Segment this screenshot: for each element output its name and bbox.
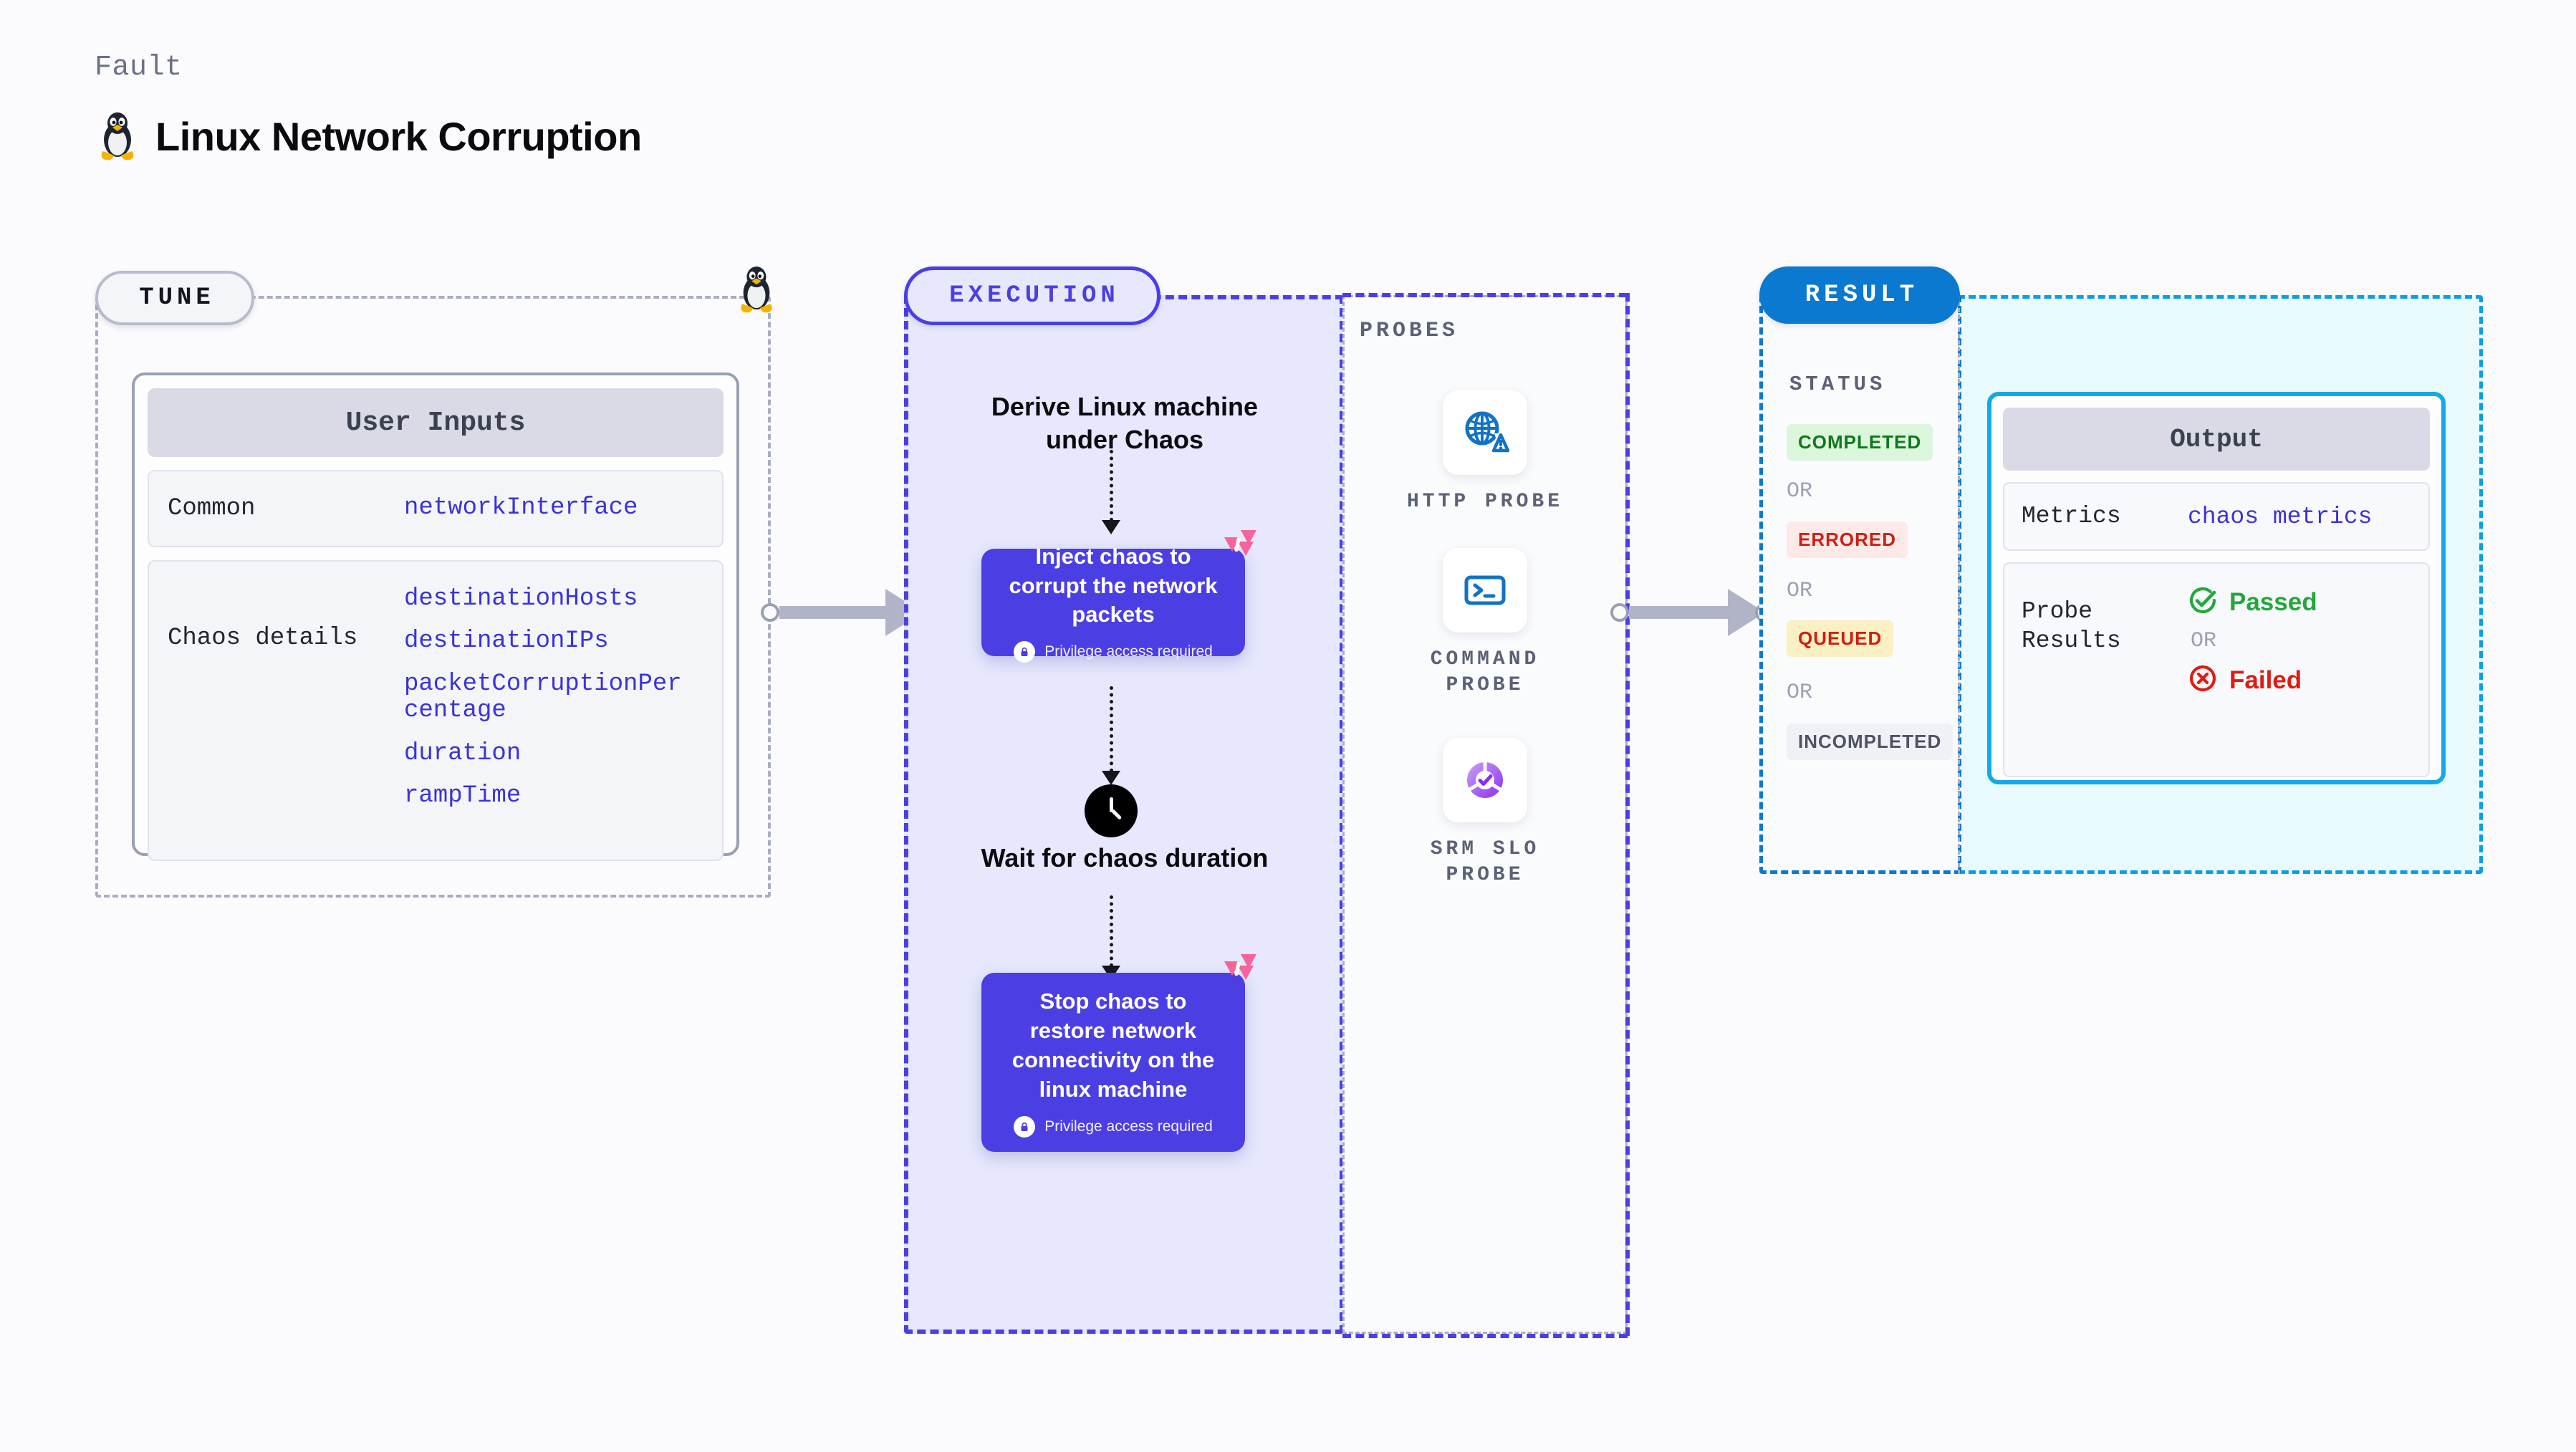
status-badge-errored: ERRORED xyxy=(1787,521,1908,558)
input-group-label: Chaos details xyxy=(168,625,358,652)
privilege-note-text: Privilege access required xyxy=(1044,1117,1213,1135)
output-card: Output Metrics chaos metrics Probe Resul… xyxy=(1987,392,2446,784)
connector-start-dot xyxy=(761,603,779,622)
input-group-label: Common xyxy=(168,494,256,522)
input-value[interactable]: packetCorruptionPercentage xyxy=(404,670,682,725)
flow-arrow xyxy=(1110,895,1113,967)
probes-zone-right-border xyxy=(1625,293,1630,1336)
privilege-note: Privilege access required xyxy=(1014,641,1213,663)
flow-arrow xyxy=(1110,686,1113,772)
tune-zone xyxy=(95,296,771,898)
probe-result-failed: Failed xyxy=(2188,663,2317,697)
input-value[interactable]: duration xyxy=(404,739,522,767)
execution-pill[interactable]: EXECUTION xyxy=(904,266,1160,325)
output-group-probe-results: Probe Results Passed OR xyxy=(2003,562,2430,777)
harness-logo-badge-icon xyxy=(1221,951,1258,992)
output-group-metrics: Metrics chaos metrics xyxy=(2003,482,2430,551)
flow-step-derive-machine: Derive Linux machine under Chaos xyxy=(991,392,1259,455)
flow-arrow-head xyxy=(1102,520,1120,534)
privilege-note: Privilege access required xyxy=(1014,1115,1213,1138)
status-or-label: OR xyxy=(1787,479,1813,504)
lock-icon xyxy=(1014,641,1036,663)
connector-line xyxy=(779,606,887,619)
probe-label: SRM SLO PROBE xyxy=(1430,838,1540,887)
terminal-prompt-icon xyxy=(1443,548,1527,633)
probes-zone-bottom-border xyxy=(1342,1334,1628,1338)
clock-icon xyxy=(1085,784,1138,837)
globe-warning-icon xyxy=(1443,390,1527,475)
input-value[interactable]: networkInterface xyxy=(404,494,638,522)
user-inputs-title: User Inputs xyxy=(148,388,724,457)
probes-title: PROBES xyxy=(1360,319,1459,343)
lock-icon xyxy=(1014,1115,1036,1138)
output-probe-results-label: Probe Results xyxy=(2022,598,2121,655)
connector-line xyxy=(1629,606,1729,619)
output-card-title: Output xyxy=(2003,408,2430,471)
probe-result-failed-label: Failed xyxy=(2229,665,2302,694)
probe-result-or-label: OR xyxy=(2191,629,2217,653)
probe-label: HTTP PROBE xyxy=(1406,491,1564,513)
status-or-label: OR xyxy=(1787,579,1813,603)
probe-item-srm-slo[interactable]: SRM SLO PROBE xyxy=(1392,738,1578,889)
chaos-box-title: Inject chaos to corrupt the network pack… xyxy=(1009,543,1218,628)
result-zone xyxy=(1759,295,1961,874)
user-inputs-card: User Inputs Common networkInterface Chao… xyxy=(132,372,739,861)
page-title: Linux Network Corruption xyxy=(155,113,642,159)
harness-logo-badge-icon xyxy=(1221,527,1258,568)
flow-step-inject-chaos[interactable]: Inject chaos to corrupt the network pack… xyxy=(981,530,1256,663)
flow-arrow xyxy=(1110,450,1113,521)
privilege-note-text: Privilege access required xyxy=(1044,643,1213,660)
status-badge-completed: COMPLETED xyxy=(1787,424,1933,461)
probe-result-passed: Passed xyxy=(2188,585,2317,619)
linux-penguin-icon xyxy=(97,111,138,161)
tune-pill[interactable]: TUNE xyxy=(95,271,254,325)
input-value[interactable]: rampTime xyxy=(404,782,522,809)
connector-execution-to-result xyxy=(1610,589,1774,636)
probe-item-http[interactable]: HTTP PROBE xyxy=(1392,390,1578,515)
probe-result-options: Passed OR Failed xyxy=(2188,585,2317,697)
output-metrics-label: Metrics xyxy=(2022,503,2121,530)
output-metrics-value[interactable]: chaos metrics xyxy=(2188,503,2373,530)
flow-arrow-head xyxy=(1102,771,1120,785)
tune-linux-penguin-icon xyxy=(736,265,777,317)
input-group-values: networkInterface xyxy=(404,494,638,522)
check-circle-icon xyxy=(2188,585,2218,619)
input-group-common: Common networkInterface xyxy=(148,470,724,547)
probe-item-command[interactable]: COMMAND PROBE xyxy=(1392,548,1578,699)
result-output-divider xyxy=(1958,295,1960,874)
flow-step-stop-chaos[interactable]: Stop chaos to restore network connectivi… xyxy=(981,954,1256,1152)
chaos-box-title: Stop chaos to restore network connectivi… xyxy=(1011,989,1215,1102)
result-pill[interactable]: RESULT xyxy=(1759,266,1960,324)
input-group-chaos-details: Chaos details destinationHosts destinati… xyxy=(148,560,724,861)
input-value[interactable]: destinationHosts xyxy=(404,585,638,612)
probes-zone-top-border xyxy=(1342,293,1628,297)
status-or-label: OR xyxy=(1787,681,1813,705)
x-circle-icon xyxy=(2188,663,2218,697)
page-eyebrow: Fault xyxy=(95,52,183,84)
status-title: STATUS xyxy=(1789,372,1886,396)
flow-step-wait-duration: Wait for chaos duration xyxy=(981,843,1269,872)
status-badge-incompleted: INCOMPLETED xyxy=(1787,723,1953,760)
status-badge-queued: QUEUED xyxy=(1787,620,1894,657)
connector-start-dot xyxy=(1610,603,1629,622)
probe-result-passed-label: Passed xyxy=(2229,587,2317,616)
page-title-row: Linux Network Corruption xyxy=(97,111,642,161)
probe-label: COMMAND PROBE xyxy=(1430,648,1540,697)
input-value[interactable]: destinationIPs xyxy=(404,628,609,655)
slo-donut-check-icon xyxy=(1443,738,1527,822)
input-group-values: destinationHosts destinationIPs packetCo… xyxy=(404,585,691,809)
